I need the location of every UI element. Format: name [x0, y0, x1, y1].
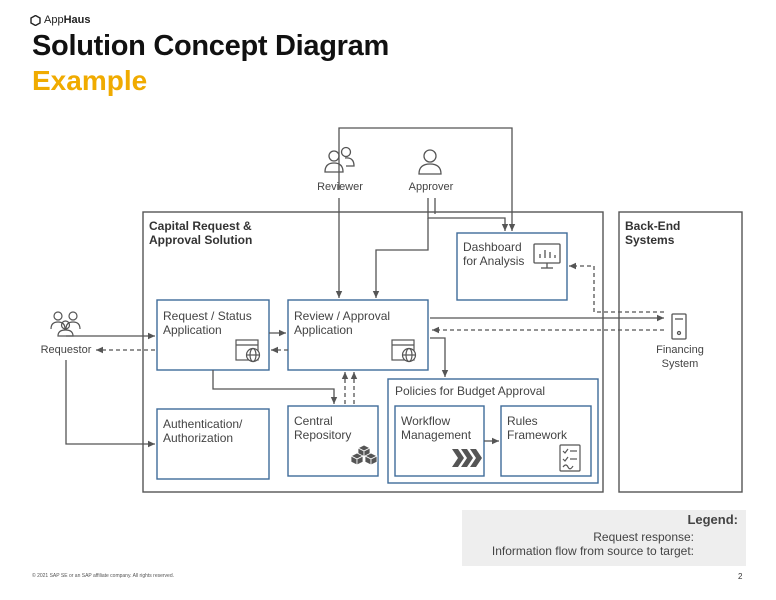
review-web-app-icon [391, 339, 417, 363]
workflow-chevrons-icon [452, 449, 482, 467]
legend-panel: Legend: Request response: Information fl… [462, 510, 746, 566]
central-repo-label: Central Repository [294, 414, 352, 442]
reviewer-label: Reviewer [317, 181, 363, 193]
requestor-group-icon [50, 311, 81, 337]
approver-user-icon [418, 149, 442, 175]
hexagon-logo-icon [30, 14, 41, 26]
logo-bold: Haus [63, 14, 91, 26]
page-title: Solution Concept Diagram [32, 30, 389, 62]
solution-container [142, 211, 604, 493]
logo-prefix: App [44, 14, 64, 26]
legend-information-flow: Information flow from source to target: [491, 544, 694, 558]
policies-title: Policies for Budget Approval [395, 384, 546, 398]
copyright-footer: © 2021 SAP SE or an SAP affiliate compan… [32, 573, 175, 579]
request-web-app-icon [235, 339, 261, 363]
information-flow-arrows [96, 262, 664, 404]
apphaus-logo: AppHaus [30, 14, 90, 26]
financing-server-icon [671, 313, 687, 340]
review-approval-label: Review / Approval Application [294, 309, 391, 337]
dashboard-label: Dashboard for Analysis [463, 240, 525, 268]
rules-checklist-icon [559, 444, 581, 472]
page-subtitle: Example [32, 65, 148, 96]
legend-title: Legend: [687, 512, 738, 527]
central-repo-box [287, 405, 379, 477]
rules-box [500, 405, 592, 477]
auth-label: Authentication/ Authorization [163, 417, 243, 445]
reviewer-group-icon [324, 146, 355, 173]
requestor-label: Requestor [40, 344, 92, 356]
dashboard-monitor-chart-icon [533, 243, 561, 269]
rules-label: Rules Framework [507, 414, 568, 442]
approver-label: Approver [408, 181, 454, 193]
page-number: 2 [738, 572, 743, 581]
solution-container-title: Capital Request & Approval Solution [149, 219, 253, 247]
workflow-label: Workflow Management [401, 414, 472, 442]
backend-container [618, 211, 743, 493]
auth-box [156, 408, 270, 480]
backend-container-title: Back-End Systems [625, 219, 681, 247]
workflow-box [394, 405, 485, 477]
request-status-label: Request / Status Application [163, 309, 252, 337]
legend-request-response: Request response: [593, 530, 694, 544]
request-arrows [65, 127, 664, 448]
financing-system-label: Financing System [656, 344, 704, 370]
central-repo-cubes-icon [350, 444, 378, 466]
